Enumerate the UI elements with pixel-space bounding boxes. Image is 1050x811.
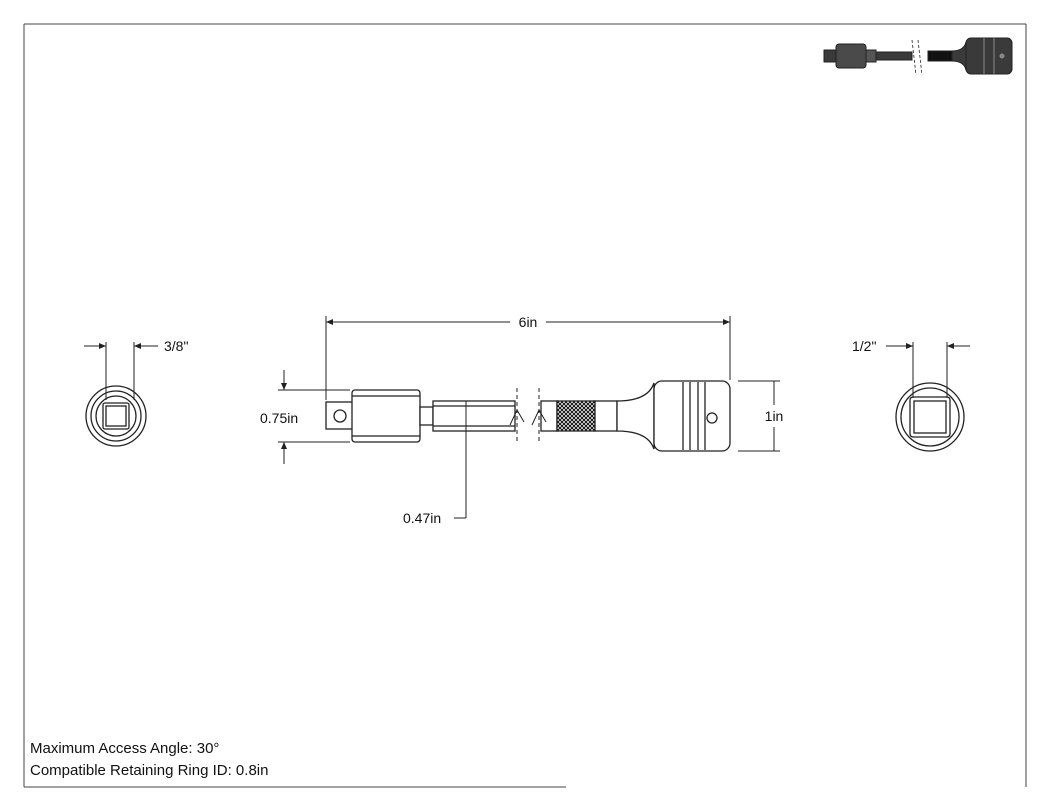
left-drive-dimension <box>84 342 158 400</box>
max-access-angle-note: Maximum Access Angle: 30° <box>30 740 220 757</box>
extension-side-view <box>325 380 731 452</box>
length-label: 6in <box>519 314 538 330</box>
collar-diameter-dimension <box>278 370 350 464</box>
notes-block: Maximum Access Angle: 30° Compatible Ret… <box>30 738 268 782</box>
socket-diameter-dimension <box>738 380 780 452</box>
socket-diameter-label: 1in <box>765 408 784 424</box>
shaft-diameter-dimension <box>454 401 467 519</box>
left-drive-size-label: 3/8" <box>164 338 188 354</box>
collar-diameter-label: 0.75in <box>260 410 298 426</box>
length-dimension <box>325 316 731 400</box>
shaft-diameter-label: 0.47in <box>403 510 441 526</box>
left-end-view <box>85 385 147 447</box>
right-end-view <box>895 382 965 452</box>
right-drive-size-label: 1/2" <box>852 338 876 354</box>
retaining-ring-note: Compatible Retaining Ring ID: 0.8in <box>30 762 269 779</box>
right-drive-dimension <box>886 342 970 398</box>
sheet-border <box>23 23 1027 788</box>
break-lines <box>509 388 547 444</box>
thumbnail-preview <box>823 37 1013 76</box>
